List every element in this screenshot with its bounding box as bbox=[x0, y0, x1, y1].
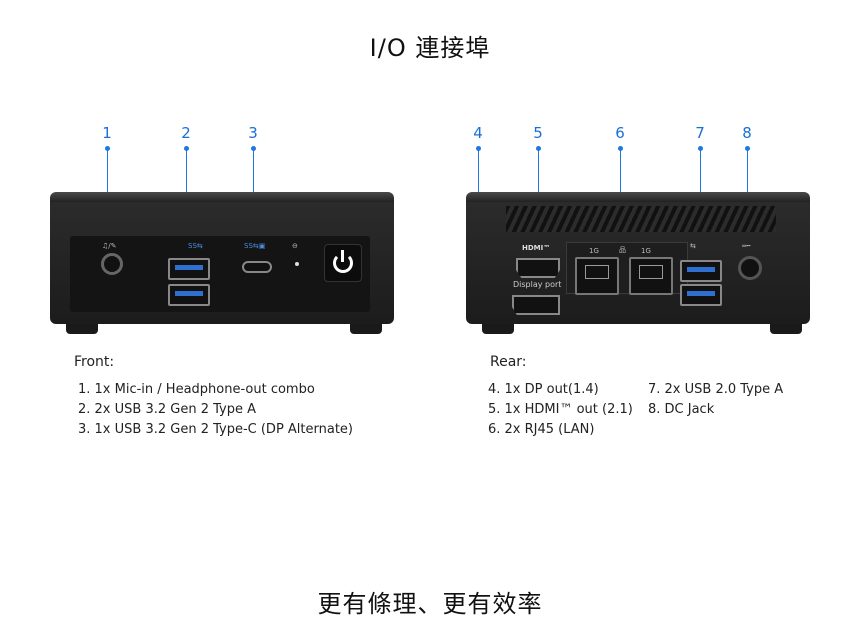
network-icon: 品 bbox=[619, 246, 626, 254]
usb-a-port-2 bbox=[168, 284, 210, 306]
usb2-port-2 bbox=[680, 284, 722, 306]
rear-item: 8. DC Jack bbox=[648, 402, 715, 417]
rear-item: 7. 2x USB 2.0 Type A bbox=[648, 382, 784, 397]
usb-ss-icon: SS⇆ bbox=[188, 242, 203, 250]
callout-5: 5 bbox=[533, 124, 543, 142]
rj45-port-2 bbox=[629, 257, 673, 295]
lan2-label: 1G bbox=[641, 247, 651, 255]
rear-item: 6. 2x RJ45 (LAN) bbox=[488, 422, 595, 437]
drive-icon: ⊖ bbox=[292, 242, 298, 250]
callout-4: 4 bbox=[473, 124, 483, 142]
rear-heading: Rear: bbox=[490, 354, 527, 370]
front-item: 2. 2x USB 3.2 Gen 2 Type A bbox=[78, 402, 256, 417]
hdmi-label: HDMI™ bbox=[522, 244, 551, 252]
usb-c-port bbox=[242, 261, 272, 273]
usb-a-port-1 bbox=[168, 258, 210, 280]
callout-1: 1 bbox=[102, 124, 112, 142]
callout-8: 8 bbox=[742, 124, 752, 142]
usb-c-ss-icon: SS⇆▣ bbox=[244, 242, 266, 250]
rear-item: 5. 1x HDMI™ out (2.1) bbox=[488, 402, 633, 417]
front-panel: ♫/✎ SS⇆ SS⇆▣ ⊖ bbox=[70, 236, 370, 312]
device-top-edge bbox=[50, 192, 394, 202]
device-foot bbox=[482, 324, 514, 334]
device-top-edge bbox=[466, 192, 810, 202]
front-heading: Front: bbox=[74, 354, 115, 370]
hdmi-port bbox=[516, 258, 560, 278]
display-port-label: Display port bbox=[513, 280, 562, 289]
lan-block: 1G 品 1G bbox=[566, 242, 688, 295]
usb2-port-1 bbox=[680, 260, 722, 282]
mini-pc-front: ♫/✎ SS⇆ SS⇆▣ ⊖ bbox=[50, 192, 394, 324]
rear-list-col1: 4. 1x DP out(1.4) 5. 1x HDMI™ out (2.1) … bbox=[488, 380, 633, 440]
callout-7: 7 bbox=[695, 124, 705, 142]
callout-3: 3 bbox=[248, 124, 258, 142]
front-item: 1. 1x Mic-in / Headphone-out combo bbox=[78, 382, 315, 397]
section-title-next: 更有條理、更有效率 bbox=[317, 590, 543, 618]
callout-2: 2 bbox=[181, 124, 191, 142]
rear-item: 4. 1x DP out(1.4) bbox=[488, 382, 599, 397]
power-icon bbox=[333, 253, 353, 273]
lan1-label: 1G bbox=[589, 247, 599, 255]
mini-pc-rear: HDMI™ Display port 1G 品 1G ⇆ ═╍ bbox=[466, 192, 810, 324]
device-foot bbox=[770, 324, 802, 334]
callout-6: 6 bbox=[615, 124, 625, 142]
power-led bbox=[295, 262, 299, 266]
display-port bbox=[512, 295, 560, 315]
vent-grille bbox=[506, 206, 776, 232]
power-button bbox=[324, 244, 362, 282]
front-list: 1. 1x Mic-in / Headphone-out combo 2. 2x… bbox=[78, 380, 353, 440]
device-foot bbox=[66, 324, 98, 334]
power-icon-bar bbox=[341, 250, 344, 262]
headset-icon: ♫/✎ bbox=[102, 242, 117, 250]
rj45-port-1 bbox=[575, 257, 619, 295]
front-item: 3. 1x USB 3.2 Gen 2 Type-C (DP Alternate… bbox=[78, 422, 354, 437]
audio-jack bbox=[101, 253, 123, 275]
usb-icon: ⇆ bbox=[690, 242, 696, 250]
dc-polarity-icon: ═╍ bbox=[742, 242, 751, 250]
dc-jack bbox=[738, 256, 762, 280]
device-foot bbox=[350, 324, 382, 334]
page-title: I/O 連接埠 bbox=[369, 34, 491, 62]
rear-list-col2: 7. 2x USB 2.0 Type A 8. DC Jack bbox=[648, 380, 783, 420]
